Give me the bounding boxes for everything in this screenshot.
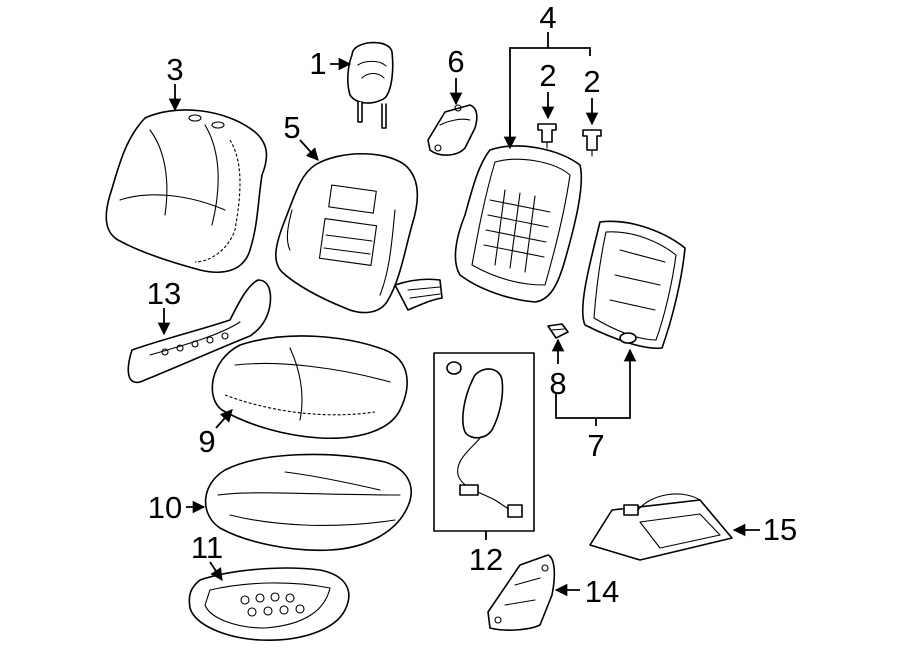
part-4-seatback-frame xyxy=(454,145,583,303)
callout-9: 9 xyxy=(198,424,215,459)
callout-2-right: 2 xyxy=(583,64,600,99)
part-2-clip-right xyxy=(582,129,602,157)
callout-6: 6 xyxy=(447,44,464,79)
part-15-heater-pad xyxy=(589,493,733,561)
callout-3: 3 xyxy=(166,52,183,87)
part-6-recliner-cover xyxy=(427,104,478,156)
callout-labels: 1 2 2 3 4 5 6 7 8 9 10 11 12 13 14 15 xyxy=(147,0,797,609)
callout-5: 5 xyxy=(283,110,300,145)
part-9-cushion-cover xyxy=(211,335,408,440)
callout-4: 4 xyxy=(539,0,556,35)
callout-15: 15 xyxy=(763,512,797,547)
part-14-bracket xyxy=(487,554,556,631)
part-12-airbag-box xyxy=(433,352,535,532)
callout-14: 14 xyxy=(585,574,619,609)
callout-12: 12 xyxy=(469,542,503,577)
callout-13: 13 xyxy=(147,276,181,311)
part-5-seatback-assembly xyxy=(275,152,443,314)
callout-leaders xyxy=(157,32,760,597)
part-11-seat-pan xyxy=(188,567,350,641)
callout-1: 1 xyxy=(309,46,326,81)
part-3-seatback-cover xyxy=(105,109,268,273)
part-10-cushion-pad xyxy=(204,453,412,552)
part-7-back-panel xyxy=(581,220,686,350)
callout-8: 8 xyxy=(549,366,566,401)
part-8-clip xyxy=(547,323,569,339)
callout-7: 7 xyxy=(587,428,604,463)
part-1-headrest xyxy=(347,41,394,129)
callout-11: 11 xyxy=(191,530,223,565)
part-2-clip-left xyxy=(537,123,557,149)
callout-2-left: 2 xyxy=(539,58,556,93)
callout-10: 10 xyxy=(148,490,182,525)
part-13-side-trim xyxy=(127,279,272,384)
